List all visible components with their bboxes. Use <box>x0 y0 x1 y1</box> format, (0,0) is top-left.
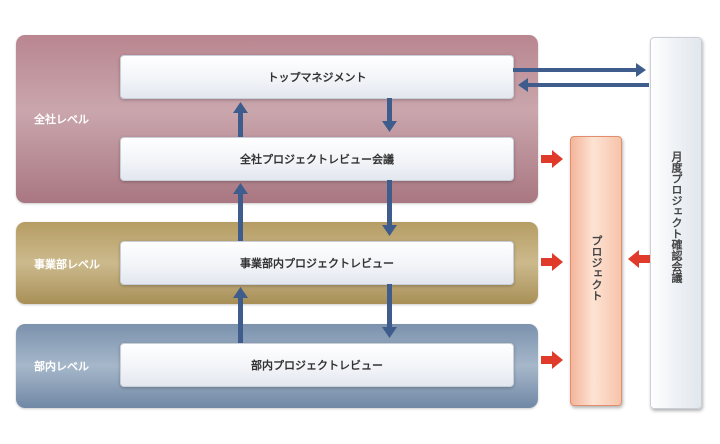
project-label: プロジェクト <box>590 235 603 301</box>
top-management-box: トップマネジメント <box>120 55 514 99</box>
arrow-up-company-to-top <box>233 102 248 137</box>
arrow-red-division-to-project <box>541 253 563 271</box>
project-box: プロジェクト <box>570 136 622 406</box>
arrow-up-department-to-division <box>233 287 248 343</box>
arrow-red-department-to-project <box>541 351 563 369</box>
arrow-up-division-to-company <box>233 183 248 241</box>
arrow-red-monthly-to-project <box>628 250 650 268</box>
arrow-down-company-to-division <box>382 180 397 236</box>
division-level-label: 事業部レベル <box>34 258 100 271</box>
division-review-box: 事業部内プロジェクトレビュー <box>120 241 514 285</box>
department-review-box: 部内プロジェクトレビュー <box>120 343 514 387</box>
company-level-label: 全社レベル <box>34 113 89 126</box>
arrow-down-division-to-department <box>382 284 397 338</box>
arrow-left-monthly-to-top <box>518 78 649 92</box>
monthly-review-box: 月度プロジェクト確認会議 <box>650 37 702 409</box>
arrow-right-top-to-monthly <box>513 63 646 77</box>
arrow-red-company-to-project <box>541 150 563 168</box>
department-level-label: 部内レベル <box>34 360 89 373</box>
company-review-box: 全社プロジェクトレビュー会議 <box>120 137 514 181</box>
arrow-down-top-to-company <box>382 98 397 132</box>
monthly-review-label: 月度プロジェクト確認会議 <box>670 151 683 283</box>
